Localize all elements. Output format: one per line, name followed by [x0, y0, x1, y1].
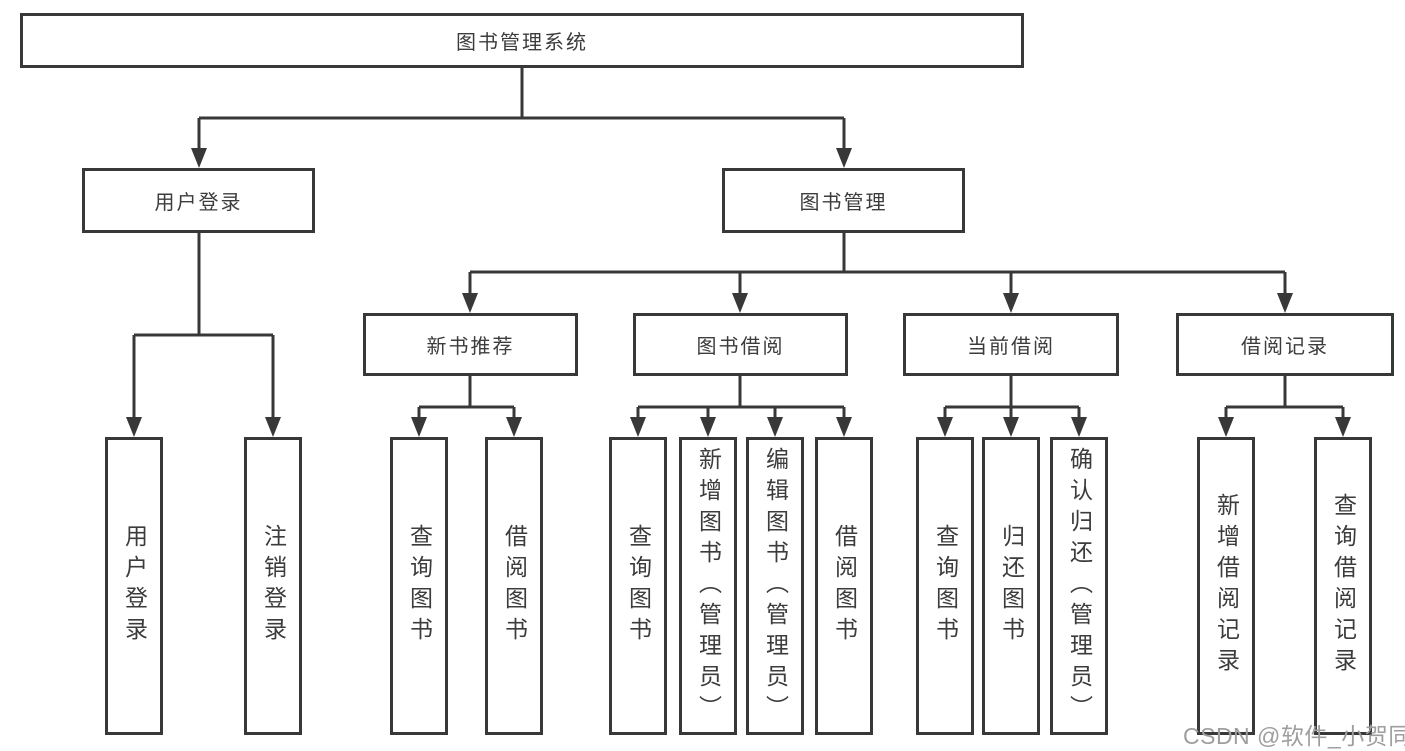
node-leaf-query-book-2: 查询图书 [609, 437, 667, 735]
node-leaf-logout: 注销登录 [244, 437, 302, 735]
node-leaf-edit-book-admin-label: 编辑图书（管理员） [762, 446, 789, 726]
node-leaf-query-book-1: 查询图书 [390, 437, 448, 735]
node-user-login: 用户登录 [82, 168, 315, 233]
node-leaf-user-login: 用户登录 [105, 437, 163, 735]
node-leaf-query-book-3-label: 查询图书 [932, 524, 959, 648]
node-leaf-query-book-3: 查询图书 [916, 437, 974, 735]
connector-new-book [417, 376, 516, 421]
node-current-borrow: 当前借阅 [903, 313, 1119, 376]
node-leaf-return-book: 归还图书 [982, 437, 1040, 735]
node-new-book-recommend: 新书推荐 [363, 313, 578, 376]
node-leaf-query-book-2-label: 查询图书 [625, 524, 652, 648]
node-borrow-record: 借阅记录 [1176, 313, 1394, 376]
node-leaf-return-book-label: 归还图书 [998, 524, 1025, 648]
node-leaf-query-borrow-record-label: 查询借阅记录 [1330, 493, 1357, 679]
csdn-watermark-main: CSDN @软件_小贺同 [1183, 723, 1405, 749]
node-new-book-recommend-label: 新书推荐 [426, 336, 515, 358]
node-book-management: 图书管理 [722, 168, 965, 233]
node-leaf-confirm-return-admin: 确认归还（管理员） [1050, 437, 1108, 735]
csdn-watermark: CSDN @软件_小贺同学 [1183, 717, 1405, 751]
node-leaf-add-borrow-record: 新增借阅记录 [1197, 437, 1255, 735]
node-borrow-record-label: 借阅记录 [1241, 336, 1329, 358]
node-leaf-user-login-label: 用户登录 [121, 524, 148, 648]
node-book-borrow-label: 图书借阅 [696, 336, 785, 358]
node-leaf-confirm-return-admin-label: 确认归还（管理员） [1066, 446, 1093, 726]
node-leaf-borrow-book-1: 借阅图书 [485, 437, 543, 735]
node-book-borrow: 图书借阅 [633, 313, 848, 376]
node-leaf-query-book-1-label: 查询图书 [406, 524, 433, 648]
node-leaf-edit-book-admin: 编辑图书（管理员） [746, 437, 804, 735]
node-leaf-borrow-book-2: 借阅图书 [815, 437, 873, 735]
arrowheads [126, 148, 1351, 437]
node-leaf-add-book-admin: 新增图书（管理员） [679, 437, 737, 735]
node-current-borrow-label: 当前借阅 [967, 336, 1055, 358]
node-leaf-logout-label: 注销登录 [260, 524, 287, 648]
connector-user-login [132, 233, 275, 421]
node-leaf-add-borrow-record-label: 新增借阅记录 [1213, 493, 1240, 679]
node-leaf-borrow-book-1-label: 借阅图书 [501, 524, 528, 648]
node-root-label: 图书管理系统 [456, 32, 588, 54]
connector-borrow-record [1224, 376, 1345, 421]
node-root: 图书管理系统 [20, 13, 1024, 68]
node-book-management-label: 图书管理 [799, 192, 888, 214]
connector-current-borrow [943, 376, 1081, 421]
connector-book-management [468, 233, 1287, 297]
connector-root [197, 68, 846, 152]
node-leaf-query-borrow-record: 查询借阅记录 [1314, 437, 1372, 735]
node-user-login-label: 用户登录 [154, 192, 243, 214]
connector-book-borrow [636, 376, 846, 421]
node-leaf-add-book-admin-label: 新增图书（管理员） [695, 446, 722, 726]
node-leaf-borrow-book-2-label: 借阅图书 [831, 524, 858, 648]
